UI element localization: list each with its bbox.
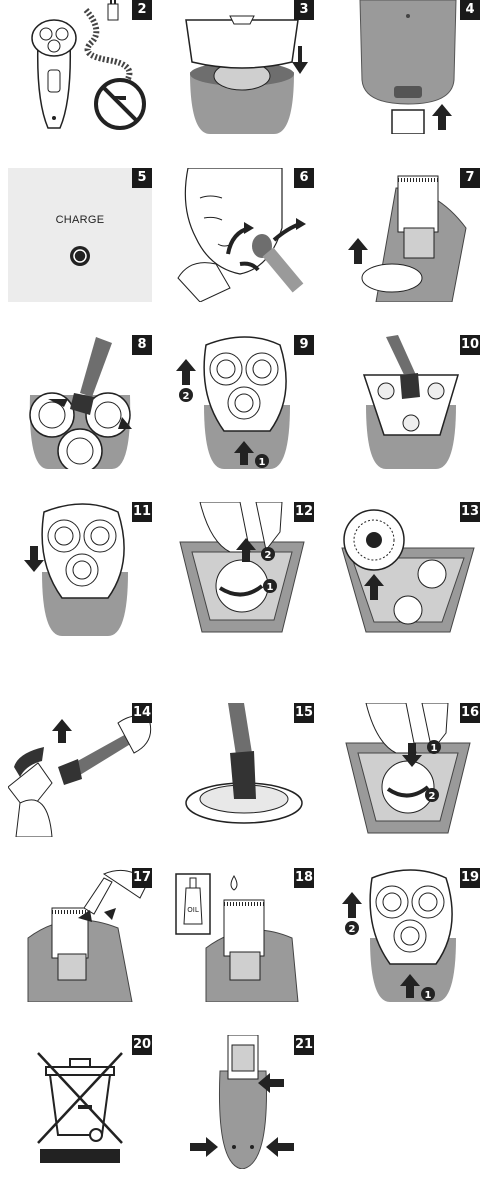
panel-14: 14 [8,703,152,837]
brush-cleaning-heads-illustration [8,335,152,469]
cutter-brushing-illustration [8,703,152,837]
svg-text:1: 1 [431,743,438,754]
panel-12: 2 1 12 [170,502,314,636]
panel-4: 4 [336,0,480,134]
panel-21: 21 [170,1035,314,1169]
svg-text:2: 2 [183,391,190,402]
panel-3: 3 [170,0,314,134]
step-number-badge: 18 [294,868,314,888]
step-number-badge: 10 [460,335,480,355]
svg-text:2: 2 [429,791,436,802]
panel-9: 2 1 9 [170,335,314,469]
step-number-badge: 8 [132,335,152,355]
head-release-illustration: 2 1 [170,335,314,469]
crossed-wheelie-bin-icon [8,1035,152,1169]
step-number-badge: 2 [132,0,152,20]
step-number-badge: 15 [294,703,314,723]
svg-text:2: 2 [349,924,356,935]
oil-trimmer-illustration: OIL [170,868,314,1002]
step-number-badge: 3 [294,0,314,20]
shaver-with-cord-illustration [8,0,152,134]
trimmer-slide-up-illustration [336,168,480,302]
step-number-badge: 14 [132,703,152,723]
head-closing-illustration [8,502,152,636]
panel-11: 11 [8,502,152,636]
head-release-repeat-illustration: 2 1 [336,868,480,1002]
oil-bottle-label: OIL [187,906,199,914]
trimmer-brushing-illustration [8,868,152,1002]
svg-text:2: 2 [265,550,272,561]
step-number-badge: 17 [132,868,152,888]
panel-16: 1 2 16 [336,703,480,837]
retaining-frame-lock-illustration: 1 2 [336,703,480,837]
panel-19: 2 1 19 [336,868,480,1002]
step-number-badge: 16 [460,703,480,723]
panel-20: 20 [8,1035,152,1169]
step-number-badge: 19 [460,868,480,888]
step-number-badge: 13 [460,502,480,522]
panel-18: OIL 18 [170,868,314,1002]
panel-13: 13 [336,502,480,636]
step-number-badge: 5 [132,168,152,188]
panel-2: 2 [8,0,152,134]
panel-7: 7 [336,168,480,302]
panel-6: 6 [170,168,314,302]
step-number-badge: 4 [460,0,480,20]
retaining-frame-rotate-illustration: 2 1 [170,502,314,636]
charge-light-illustration [8,168,152,302]
step-number-badge: 6 [294,168,314,188]
shaving-face-illustration [170,168,314,302]
svg-text:1: 1 [267,582,274,593]
guard-brushing-illustration [170,703,314,837]
step-number-badge: 11 [132,502,152,522]
cutters-removal-illustration [336,502,480,636]
brush-inside-holder-illustration [336,335,480,469]
step-number-badge: 7 [460,168,480,188]
panel-17: 17 [8,868,152,1002]
panel-5: CHARGE 5 [8,168,152,302]
battery-removal-illustration [170,1035,314,1169]
panel-8: 8 [8,335,152,469]
plug-connection-illustration [336,0,480,134]
step-number-badge: 9 [294,335,314,355]
svg-text:1: 1 [425,990,432,1001]
step-number-badge: 12 [294,502,314,522]
step-number-badge: 20 [132,1035,152,1055]
panel-15: 15 [170,703,314,837]
step-number-badge: 21 [294,1035,314,1055]
cap-removal-illustration [170,0,314,134]
panel-10: 10 [336,335,480,469]
svg-text:1: 1 [259,457,266,468]
